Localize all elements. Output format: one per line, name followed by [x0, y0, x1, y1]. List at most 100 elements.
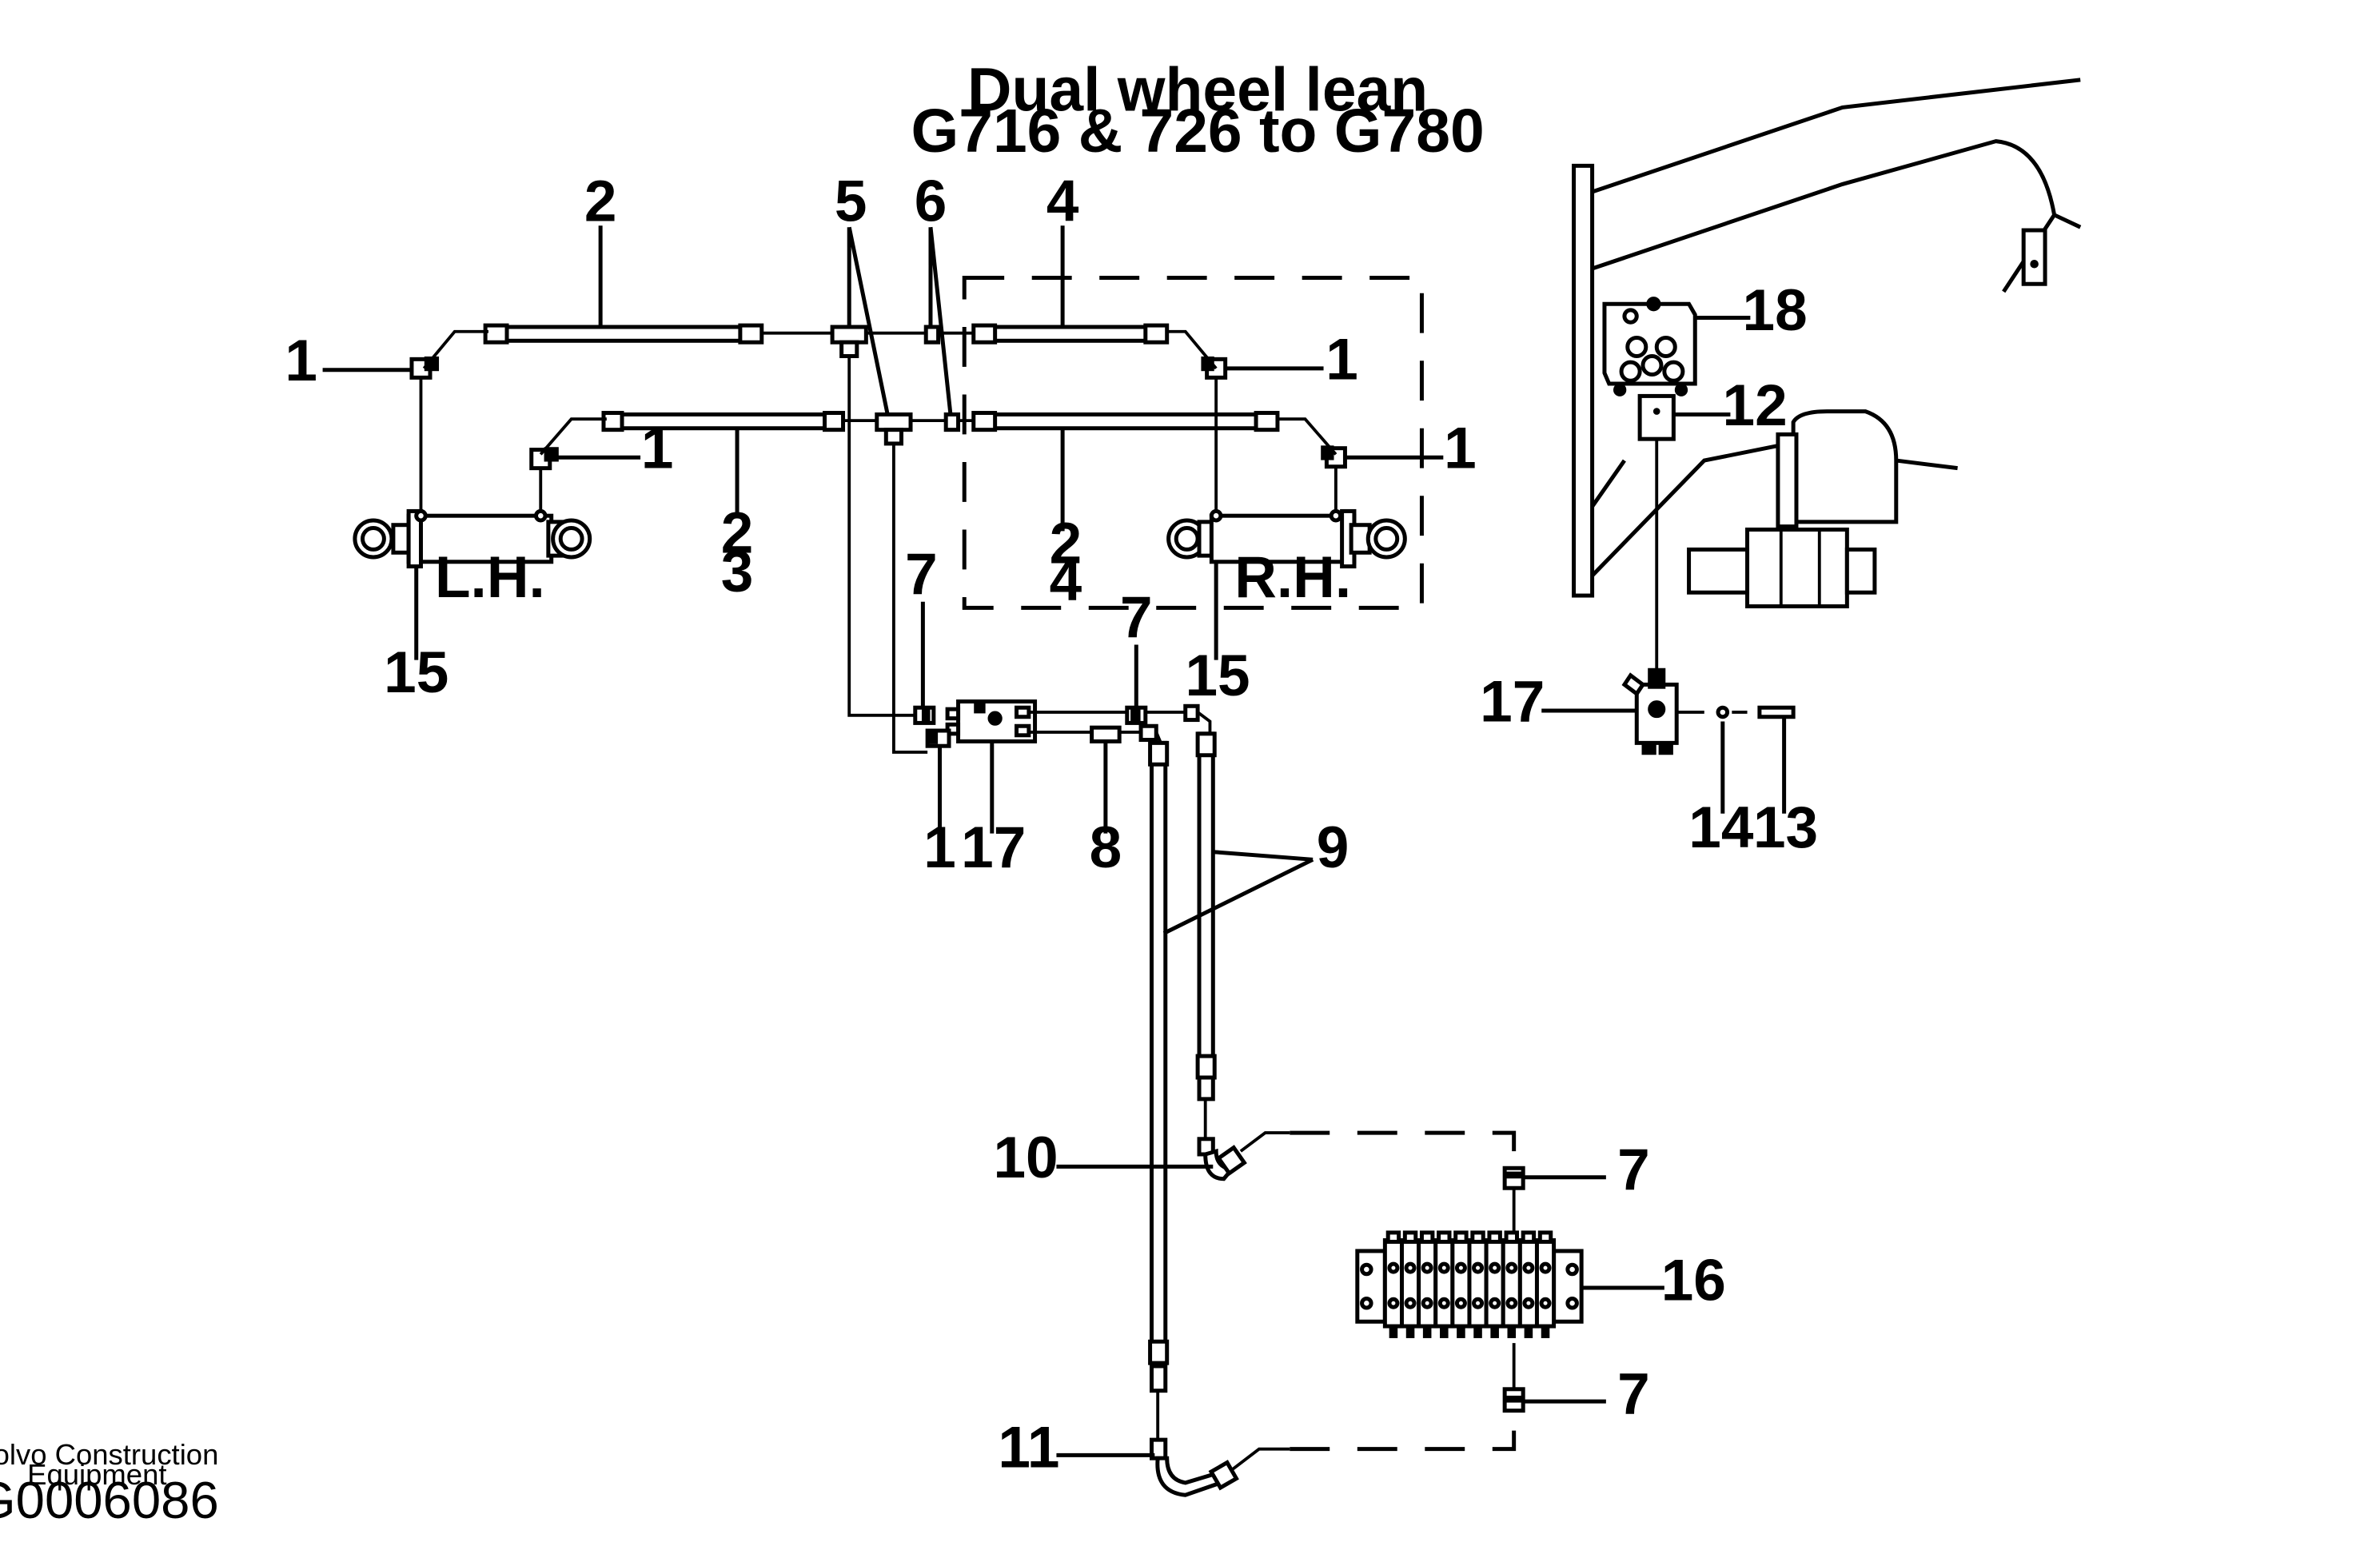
valve-section-spool	[1507, 1325, 1517, 1338]
valve-section-cap	[1487, 1230, 1502, 1244]
valve-section-spool	[1422, 1325, 1432, 1338]
callout-8: 8	[1090, 815, 1122, 880]
fitting-12	[1637, 393, 1676, 675]
callout-1-bottom: 1	[923, 815, 956, 880]
valve-section-port	[1522, 1261, 1535, 1274]
leader-6	[928, 226, 953, 415]
valve-section-port	[1404, 1261, 1417, 1274]
callout-16: 16	[1661, 1248, 1726, 1313]
callout-4-top: 4	[1046, 169, 1079, 234]
valve-section-port	[1489, 1261, 1501, 1274]
callout-9: 9	[1317, 815, 1349, 880]
diagram-title-line2: G716 & 726 to G780	[911, 97, 1485, 165]
valve-section	[1433, 1238, 1455, 1329]
valve-section-port	[1472, 1297, 1485, 1309]
valve-section-cap	[1385, 1230, 1401, 1244]
callout-2-top: 2	[584, 169, 617, 234]
leader-9	[1162, 850, 1314, 935]
pipes-top	[419, 329, 1338, 754]
hose-2-upper	[483, 323, 764, 345]
callout-2-mid-right: 2	[1050, 512, 1082, 576]
valve-section-port	[1489, 1297, 1501, 1309]
valve-section	[1484, 1238, 1505, 1329]
hose-9-short	[1195, 731, 1217, 1102]
callout-1-right-outer: 1	[1444, 416, 1477, 481]
callout-13: 13	[1753, 795, 1818, 860]
callout-3: 3	[721, 539, 754, 604]
valve-section-cap	[1537, 1230, 1553, 1244]
callout-4-mid: 4	[1050, 548, 1082, 613]
valve-section-port	[1437, 1297, 1450, 1309]
valve-section-spool	[1405, 1325, 1415, 1338]
tee-5-lower	[875, 412, 913, 446]
leader-5	[847, 226, 890, 415]
diagram-title-line1: Dual wheel lean	[967, 55, 1428, 124]
valve-17	[945, 699, 1038, 743]
callout-11: 11	[998, 1416, 1059, 1480]
valve-section	[1467, 1238, 1489, 1329]
valve-section	[1501, 1238, 1522, 1329]
credit-line2: Equipment	[27, 1458, 166, 1491]
callout-7-mid: 7	[1120, 585, 1153, 650]
tee-5-upper	[830, 325, 868, 358]
valve-18	[1602, 297, 1697, 396]
callout-17-right: 17	[1480, 669, 1545, 734]
valve-section-spool	[1524, 1325, 1533, 1338]
callout-7-lower-right: 7	[1617, 1362, 1650, 1427]
callout-18: 18	[1743, 278, 1808, 343]
cylinder-lh	[353, 508, 592, 569]
label-left-hand: L.H.	[435, 545, 545, 610]
valve-section-spool	[1490, 1325, 1499, 1338]
valve-section-cap	[1402, 1230, 1418, 1244]
rh-assembly-frame	[962, 276, 1424, 610]
hose-2-4-lower	[971, 411, 1280, 432]
bolt-13	[1757, 705, 1796, 719]
valve-section-port	[1539, 1297, 1552, 1309]
hose-4-upper	[971, 323, 1170, 345]
valve-section-cap	[1470, 1230, 1485, 1244]
valve-section-cap	[1453, 1230, 1469, 1244]
valve-section-port	[1505, 1261, 1518, 1274]
callout-15-left: 15	[384, 640, 448, 705]
valve-section-port	[1472, 1261, 1485, 1274]
valve-section	[1450, 1238, 1472, 1329]
valve-section-port	[1437, 1261, 1450, 1274]
valve-section-cap	[1521, 1230, 1537, 1244]
elbow-10	[1197, 1098, 1247, 1181]
valve-section-spool	[1389, 1325, 1398, 1338]
callout-12: 12	[1723, 373, 1788, 438]
valve-section-cap	[1437, 1230, 1452, 1244]
callout-5: 5	[835, 169, 867, 234]
valve-section-port	[1505, 1297, 1518, 1309]
adapter-6-lower	[943, 412, 961, 432]
valve-section-port	[1421, 1261, 1433, 1274]
callout-2-mid-left: 2	[721, 500, 754, 565]
elbow-11	[1149, 1390, 1239, 1497]
valve-section-port	[1539, 1261, 1552, 1274]
callout-1-right-top: 1	[1326, 327, 1358, 392]
valve-section	[1517, 1238, 1539, 1329]
valve-section-port	[1454, 1297, 1467, 1309]
label-right-hand: R.H.	[1234, 545, 1351, 610]
control-valve-16	[1355, 1230, 1584, 1338]
hose-9-long	[1148, 740, 1170, 1393]
valve-section	[1399, 1238, 1421, 1329]
pipe-11-dashed	[1290, 1412, 1517, 1452]
valve-section	[1382, 1238, 1404, 1329]
elbow-7-left	[913, 705, 936, 725]
callout-17: 17	[961, 815, 1026, 880]
valve-17-detail	[1621, 667, 1704, 755]
adapter-7-mid	[1125, 705, 1148, 725]
callout-15-right: 15	[1185, 644, 1250, 708]
callout-1-left-outer: 1	[285, 329, 317, 393]
adapter-7-upper	[1502, 1166, 1525, 1190]
valve-section-port	[1387, 1297, 1400, 1309]
valve-section-cap	[1504, 1230, 1519, 1244]
callout-7-upper-right: 7	[1617, 1138, 1650, 1202]
pipe-10-dashed	[1290, 1130, 1517, 1167]
washer-14	[1716, 705, 1730, 719]
valve-section-port	[1387, 1261, 1400, 1274]
adapter-7-lower	[1502, 1387, 1525, 1413]
credit-line1: Volvo Construction	[0, 1438, 218, 1471]
